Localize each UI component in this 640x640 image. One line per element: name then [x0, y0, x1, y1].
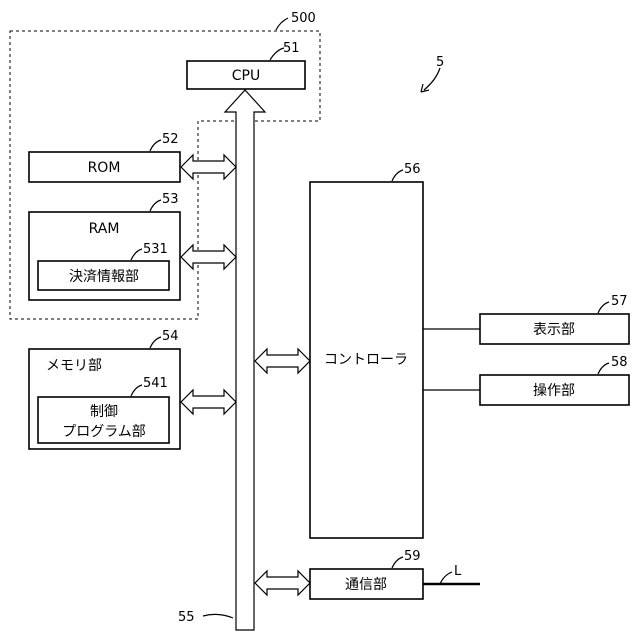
- rom-label: ROM: [88, 160, 121, 176]
- external-line-label: L: [454, 564, 462, 579]
- ram-ref: 53: [162, 192, 179, 207]
- memory-bus-arrow: [181, 390, 236, 414]
- controller-label: コントローラ: [324, 352, 408, 368]
- controller-ref: 56: [404, 162, 421, 177]
- control-program-label-1: 制御: [90, 404, 118, 420]
- operation-label: 操作部: [533, 383, 575, 399]
- cpu-ref: 51: [283, 41, 300, 56]
- payment-info-ref: 531: [143, 242, 168, 257]
- control-program-ref: 541: [143, 376, 168, 391]
- figure-ref-arrowhead: [421, 84, 429, 92]
- bus-leader: [203, 614, 233, 618]
- rom-ref: 52: [162, 132, 179, 147]
- control-program-label-2: プログラム部: [62, 424, 146, 440]
- operation-leader: [598, 363, 609, 374]
- rom-bus-arrow: [181, 155, 236, 179]
- memory-label: メモリ部: [46, 358, 102, 374]
- bus-communication-arrow: [255, 571, 310, 595]
- ram-label: RAM: [89, 221, 120, 237]
- figure-ref-arrow: [424, 68, 440, 90]
- bus-controller-arrow: [255, 349, 310, 373]
- figure-ref-label: 5: [436, 55, 444, 70]
- operation-ref: 58: [611, 355, 628, 370]
- payment-info-label: 決済情報部: [69, 269, 139, 285]
- communication-label: 通信部: [345, 577, 387, 593]
- group-500-leader: [276, 18, 288, 30]
- display-ref: 57: [611, 294, 628, 309]
- rom-leader: [150, 140, 161, 151]
- external-line-leader: [440, 572, 452, 584]
- communication-ref: 59: [404, 549, 421, 564]
- display-label: 表示部: [533, 322, 575, 338]
- communication-leader: [392, 557, 403, 568]
- ram-bus-arrow: [181, 245, 236, 269]
- ram-leader: [150, 200, 161, 211]
- display-leader: [598, 302, 609, 313]
- memory-ref: 54: [162, 329, 179, 344]
- controller-leader: [392, 170, 403, 181]
- bus-ref: 55: [178, 610, 195, 625]
- cpu-label: CPU: [232, 68, 260, 84]
- memory-leader: [150, 337, 161, 348]
- group-500-ref: 500: [291, 11, 316, 26]
- cpu-leader: [270, 48, 284, 60]
